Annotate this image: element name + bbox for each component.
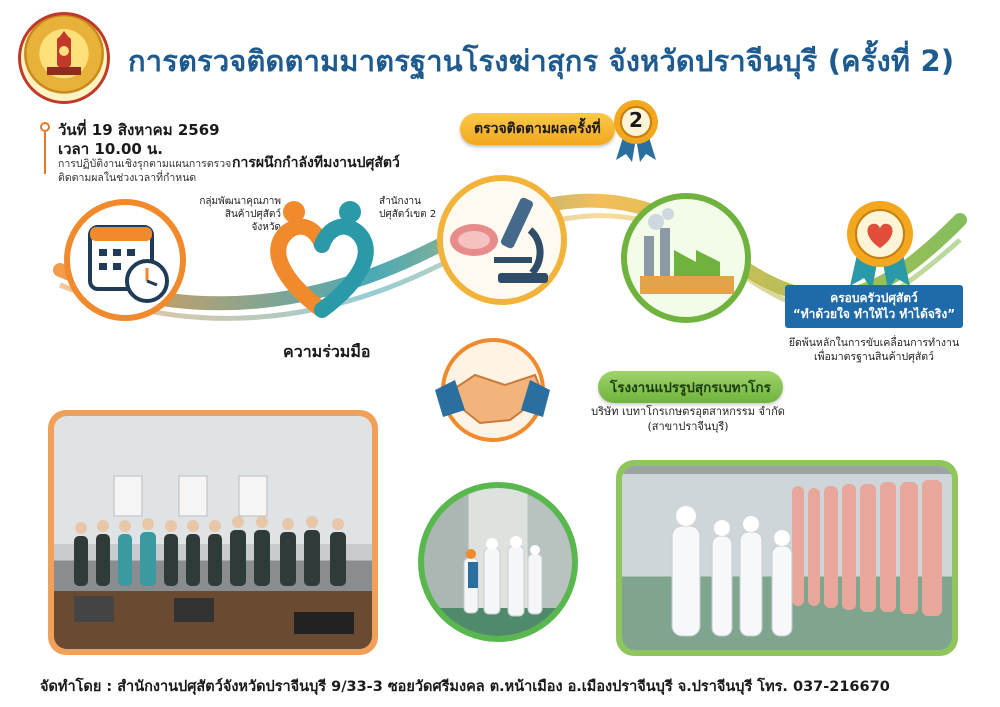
company-line-2: (สาขาปราจีนบุรี): [647, 420, 729, 433]
family-line-1: ครอบครัวปศุสัตว์: [830, 291, 918, 305]
page-title: การตรวจติดตามมาตรฐานโรงฆ่าสุกร จังหวัดปร…: [128, 44, 955, 78]
team-headline: การผนึกกำลังทีมงานปศุสัตว์: [232, 155, 400, 171]
handshake-icon: [435, 338, 550, 442]
rosette-icon: [614, 100, 658, 162]
event-time: เวลา 10.00 น.: [58, 140, 164, 158]
company-line-1: บริษัท เบทาโกรเกษตรอุตสาหกรรม จำกัด: [591, 405, 785, 418]
footer-credit: จัดทำโดย : สำนักงานปศุสัตว์จังหวัดปราจีน…: [40, 679, 890, 695]
processing-line-photo: [616, 460, 958, 656]
meat-icon: [450, 224, 498, 256]
heart-badge-icon: [847, 201, 913, 290]
family-subtitle: ยึดพ้นหลักในการขับเคลื่อนการทำงานเพื่อมา…: [788, 337, 960, 363]
cooperation-caption: ความร่วมมือ: [283, 342, 371, 361]
meeting-photo-image: [54, 475, 372, 649]
team-right-label: สำนักงานปศุสัตว์เขต 2: [379, 196, 437, 220]
heart-people-icon: [270, 201, 374, 318]
inspection-photo-circle-image: [424, 536, 572, 636]
factory-icon: [621, 193, 751, 323]
schedule-note: การปฏิบัติงานเชิงรุกตามแผนการตรวจติดตามผ…: [58, 158, 232, 184]
factory-badge: โรงงานแปรรูปสุกรเบทาโกร: [598, 371, 783, 403]
calendar-icon: [64, 199, 186, 321]
followup-number: 2: [629, 108, 643, 132]
microscope-icon: [437, 175, 567, 305]
family-band: ครอบครัวปศุสัตว์ “ทำด้วยใจ ทำให้ไว ทำได้…: [785, 285, 963, 328]
meeting-photo: [48, 410, 378, 655]
event-date: วันที่ 19 สิงหาคม 2569: [58, 121, 220, 139]
team-left-label: กลุ่มพัฒนาคุณภาพสินค้าปศุสัตว์จังหวัด: [199, 196, 281, 233]
followup-banner: ตรวจติดตามผลครั้งที่: [460, 113, 615, 145]
company-name: บริษัท เบทาโกรเกษตรอุตสาหกรรม จำกัด (สาข…: [590, 404, 786, 434]
inspection-photo-circle: [418, 482, 578, 642]
provincial-seal-icon: [18, 12, 110, 104]
followup-banner-text: ตรวจติดตามผลครั้งที่: [474, 121, 601, 137]
pin-line: [44, 132, 46, 174]
family-line-2: “ทำด้วยใจ ทำให้ไว ทำได้จริง”: [792, 307, 956, 321]
pin-marker-icon: [40, 122, 50, 132]
processing-line-photo-image: [622, 466, 952, 637]
